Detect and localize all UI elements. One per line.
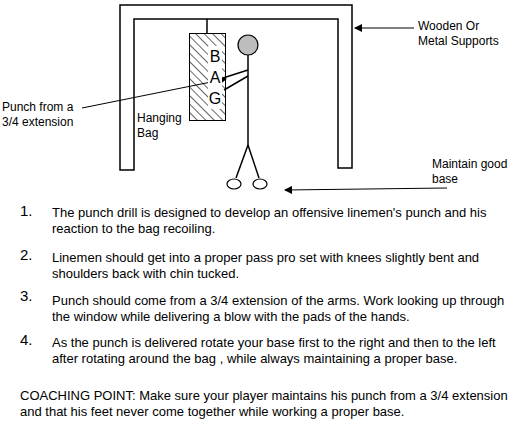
- step-number: 2.: [20, 247, 48, 263]
- figure-foot: [253, 179, 267, 189]
- bag-rope: [206, 19, 208, 33]
- figure-arm: [224, 76, 248, 90]
- figure-arm: [223, 70, 248, 78]
- figure-foot: [227, 179, 241, 189]
- leader-arrow: [82, 79, 226, 108]
- support-frame: [120, 5, 352, 170]
- step-number: 1.: [20, 203, 48, 219]
- step-text: As the punch is delivered rotate your ba…: [52, 335, 514, 367]
- leader-arrow: [355, 28, 414, 29]
- callout-label: Maintain good base: [432, 157, 517, 187]
- hanging-bag: B A G: [189, 33, 226, 121]
- figure-body: [247, 55, 249, 145]
- figure-leg: [236, 145, 248, 178]
- figure-head: [238, 35, 258, 55]
- callout-label: Wooden Or Metal Supports: [418, 19, 504, 49]
- callout-label: Hanging Bag: [137, 111, 187, 141]
- bag-hatching: [189, 33, 226, 121]
- leader-arrow: [285, 188, 447, 190]
- step-number: 3.: [20, 288, 48, 304]
- figure-leg: [248, 145, 259, 178]
- step-number: 4.: [20, 332, 48, 348]
- callout-label: Punch from a 3/4 extension: [2, 100, 82, 130]
- step-text: The punch drill is designed to develop a…: [52, 205, 514, 237]
- step-text: Punch should come from a 3/4 extension o…: [52, 293, 514, 325]
- bag-letters: B A G: [208, 46, 222, 109]
- coaching-note: COACHING POINT: Make sure your player ma…: [20, 388, 510, 420]
- step-text: Linemen should get into a proper pass pr…: [52, 250, 514, 282]
